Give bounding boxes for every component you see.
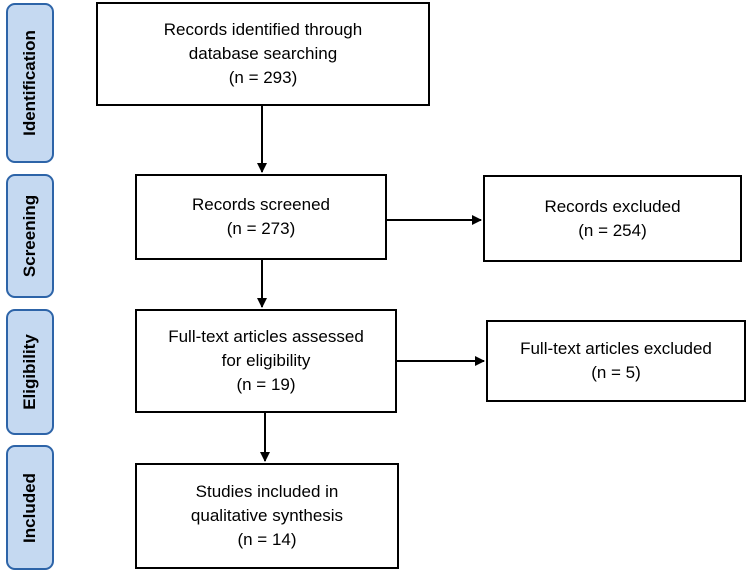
fulltext-assessed-box: Full-text articles assessed for eligibil… [135, 309, 397, 413]
fulltext-assessed-line-2: for eligibility [221, 351, 311, 370]
stage-screening: Screening [6, 174, 54, 298]
records-excluded-line-1: Records excluded [544, 196, 681, 216]
records-excluded-box: Records excluded (n = 254) [483, 175, 742, 262]
records-screened-line-1: Records screened [192, 195, 330, 214]
records-identified-box: Records identified through database sear… [96, 2, 430, 106]
records-identified-line-1: Records identified through [163, 20, 363, 39]
stage-eligibility: Eligibility [6, 309, 54, 435]
stage-included: Included [6, 445, 54, 570]
studies-included-line-2: qualitative synthesis [190, 506, 344, 525]
fulltext-excluded-box: Full-text articles excluded (n = 5) [486, 320, 746, 402]
records-screened-count: (n = 273) [226, 219, 296, 238]
fulltext-excluded-line-1: Full-text articles excluded [520, 339, 712, 358]
records-screened-box: Records screened (n = 273) [135, 174, 387, 260]
records-excluded-count: (n = 254) [578, 220, 647, 240]
fulltext-excluded-count: (n = 5) [591, 363, 641, 382]
records-identified-line-2: database searching [188, 44, 338, 63]
fulltext-assessed-line-1: Full-text articles assessed [168, 327, 364, 346]
stage-identification: Identification [6, 3, 54, 163]
records-identified-count: (n = 293) [228, 68, 298, 87]
studies-included-box: Studies included in qualitative synthesi… [135, 463, 399, 569]
studies-included-line-1: Studies included in [195, 482, 339, 501]
fulltext-assessed-count: (n = 19) [236, 375, 296, 394]
studies-included-count: (n = 14) [237, 530, 297, 549]
